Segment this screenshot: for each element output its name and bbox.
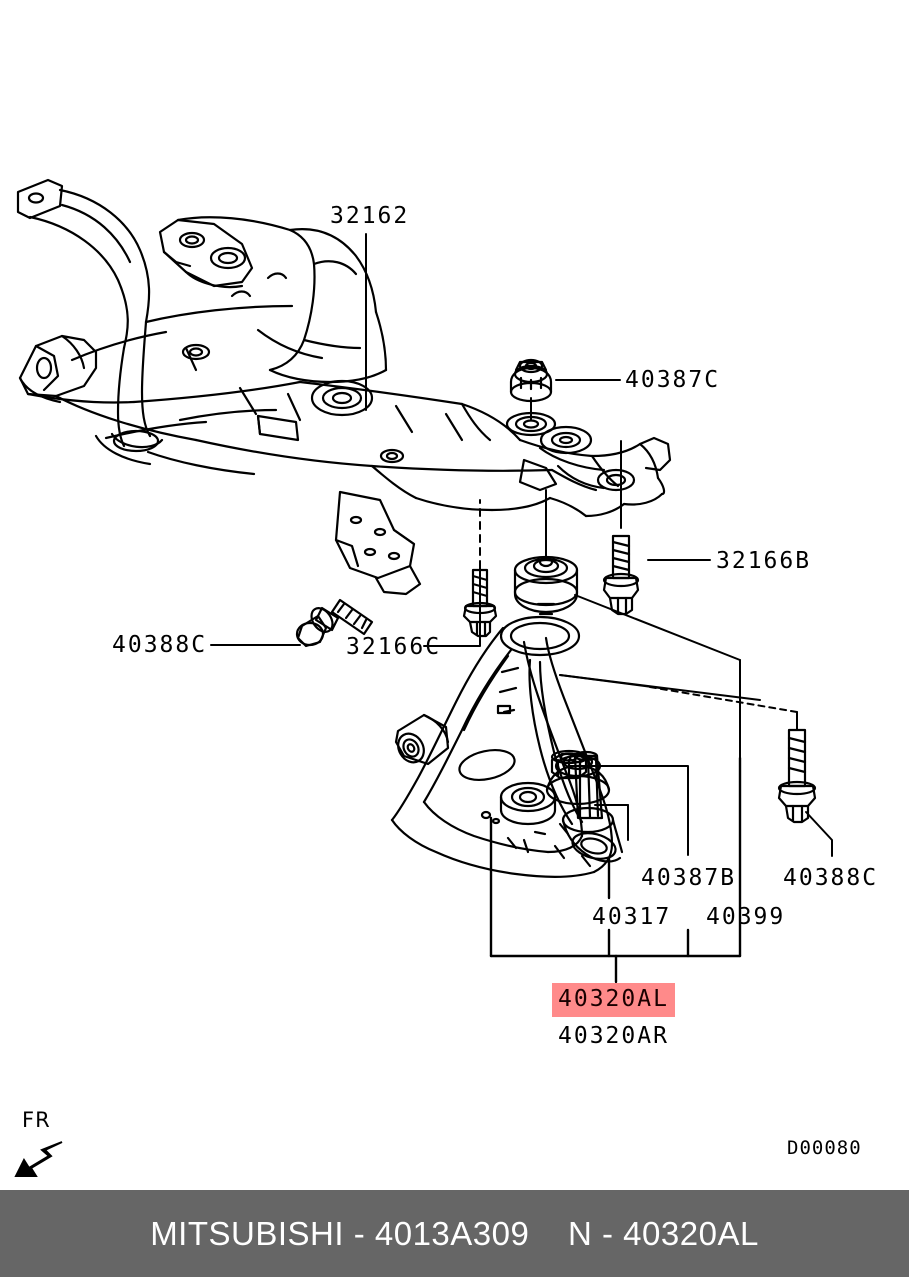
crossmember-body: [16, 178, 672, 596]
footer-bar: MITSUBISHI - 4013A309 N - 40320AL: [0, 1190, 909, 1277]
part-label-bolt-crossmember-b: 32166B: [716, 548, 812, 574]
nut-40387b: [550, 749, 588, 780]
leader-lines: [210, 233, 833, 857]
nut-40387c: [509, 358, 553, 403]
part-label-nut-lower: 40387B: [641, 865, 737, 891]
part-label-nut-upper: 40387C: [625, 367, 721, 393]
part-label-crossmember: 32162: [330, 203, 410, 229]
part-label-bolt-arm-left: 40388C: [112, 632, 208, 658]
bolt-40388c-left: [295, 598, 374, 648]
part-label-bolt-arm-right: 40388C: [783, 865, 879, 891]
bolt-40388c-right: [777, 728, 817, 824]
bolt-32166b: [602, 534, 640, 616]
bushing-40399: [513, 555, 579, 616]
bolt-32166c: [462, 568, 498, 638]
part-label-bolt-crossmember-c: 32166C: [346, 634, 442, 660]
diagram-code: D00080: [787, 1137, 862, 1159]
part-label-arm-assembly-right: 40320AR: [558, 1023, 669, 1049]
orientation-label: FR: [22, 1108, 51, 1132]
group-bracket: [489, 756, 742, 984]
part-label-bushing: 40399: [706, 904, 786, 930]
part-label-arm-assembly-left-highlighted: 40320AL: [552, 983, 675, 1017]
arrow-down-left-icon: [14, 1141, 63, 1177]
footer-caption: MITSUBISHI - 4013A309 N - 40320AL: [150, 1214, 759, 1252]
part-label-ball-joint: 40317: [592, 904, 672, 930]
